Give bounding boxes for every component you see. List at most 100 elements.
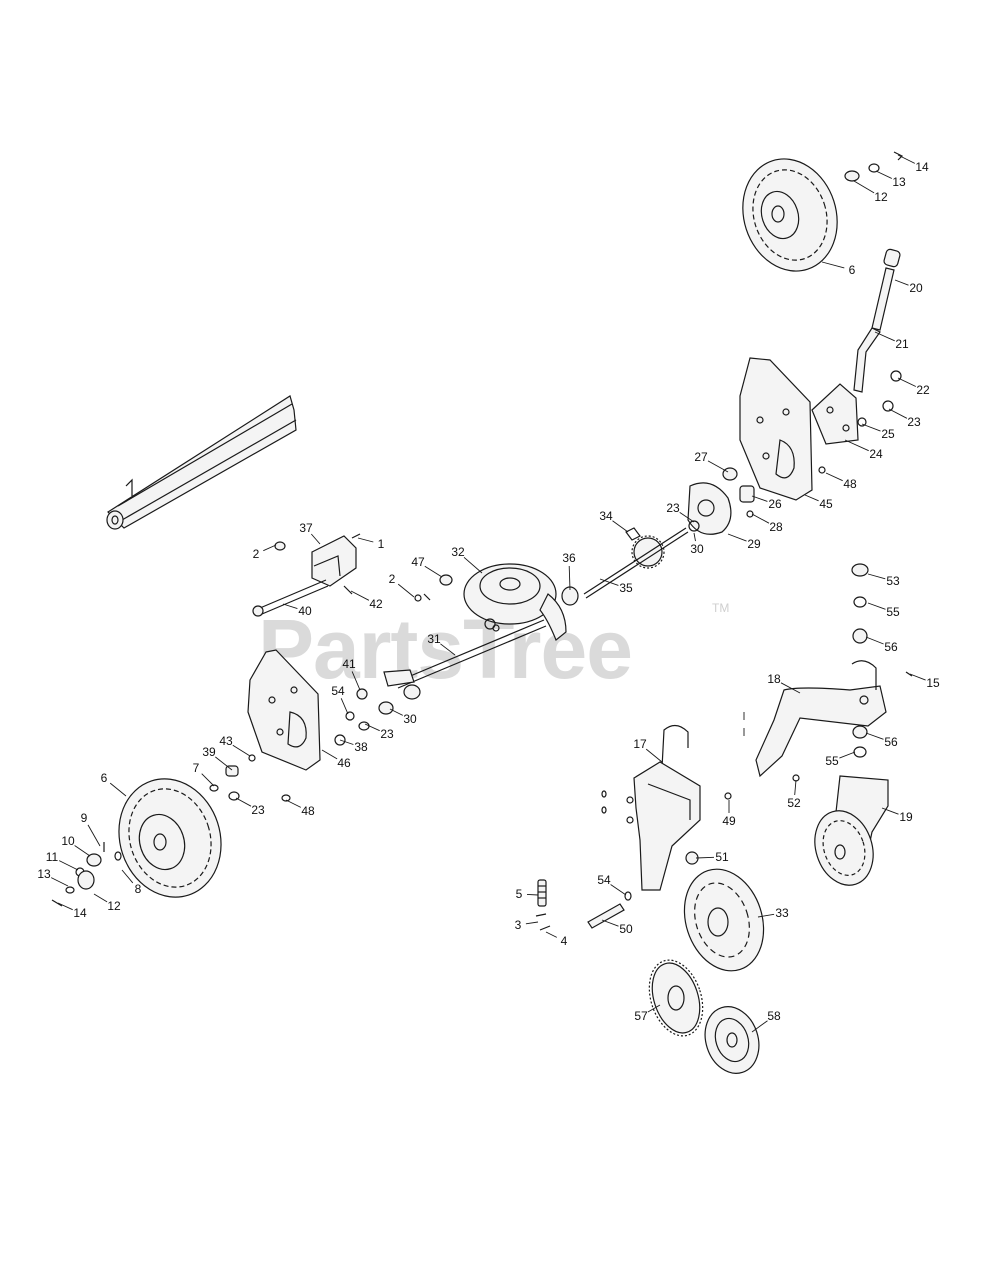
callout-leader: [695, 856, 715, 859]
callout-leader: [751, 495, 768, 502]
callout-number: 17: [633, 737, 647, 751]
callout-number: 55: [825, 754, 839, 768]
callout-number: 2: [389, 572, 396, 586]
part-hardware-left: [209, 754, 291, 802]
callout-leader: [232, 744, 251, 757]
callout-leader: [861, 423, 881, 432]
callout-leader: [57, 902, 73, 911]
callout-number: 49: [722, 814, 736, 828]
callout-leader: [58, 860, 79, 871]
callout-leader: [121, 869, 134, 884]
callout-leader: [525, 921, 539, 925]
callout-number: 30: [403, 712, 417, 726]
callout-leader: [568, 565, 571, 591]
callout-number: 25: [881, 427, 895, 441]
callout-leader: [875, 170, 892, 179]
callout-leader: [397, 583, 415, 598]
callout-number: 39: [202, 745, 216, 759]
callout-leader: [844, 439, 869, 452]
callout-leader: [881, 807, 899, 815]
part-transmission: [463, 563, 567, 641]
callout-number: 32: [451, 545, 465, 559]
callout-number: 20: [909, 281, 923, 295]
callout-number: 52: [787, 796, 801, 810]
callout-leader: [751, 1020, 768, 1033]
callout-leader: [389, 708, 404, 716]
part-height-adjust-lever: [853, 248, 902, 412]
callout-leader: [751, 513, 770, 524]
callout-leader: [897, 377, 916, 387]
callout-number: 31: [427, 632, 441, 646]
callout-number: 3: [515, 918, 522, 932]
callout-leader: [357, 537, 374, 543]
callout-leader: [282, 603, 298, 610]
callout-leader: [87, 824, 101, 847]
callout-number: 54: [331, 684, 345, 698]
callout-labels: 1413126202122232524484527262829302334353…: [37, 154, 940, 1033]
callout-leader: [339, 739, 354, 745]
callout-number: 30: [690, 542, 704, 556]
callout-number: 15: [926, 676, 940, 690]
callout-number: 6: [101, 771, 108, 785]
part-rear-wheel-right: [742, 158, 838, 272]
callout-number: 14: [915, 160, 929, 174]
callout-number: 23: [666, 501, 680, 515]
callout-number: 2: [253, 547, 260, 561]
callout-number: 41: [342, 657, 356, 671]
callout-leader: [545, 931, 558, 938]
callout-number: 11: [46, 850, 59, 864]
part-front-caster-wheel: [814, 775, 889, 886]
callout-number: 24: [869, 447, 883, 461]
callout-leader: [727, 533, 747, 542]
callout-leader: [350, 590, 370, 601]
callout-leader: [867, 602, 886, 610]
callout-leader: [865, 732, 884, 740]
callout-leader: [821, 261, 845, 269]
callout-number: 53: [886, 574, 900, 588]
callout-number: 36: [562, 551, 576, 565]
part-hardware-left-wheel: [51, 842, 122, 907]
callout-leader: [201, 773, 215, 787]
callout-number: 42: [369, 597, 383, 611]
callout-leader: [679, 512, 695, 523]
callout-number: 58: [767, 1009, 781, 1023]
callout-leader: [610, 884, 627, 896]
callout-number: 23: [907, 415, 921, 429]
callout-number: 13: [37, 867, 51, 881]
callout-number: 13: [892, 175, 906, 189]
callout-number: 33: [775, 906, 789, 920]
callout-leader: [867, 573, 886, 580]
callout-number: 19: [899, 810, 913, 824]
callout-leader: [645, 748, 663, 763]
part-side-plate-right: [739, 357, 826, 501]
callout-number: 9: [81, 811, 88, 825]
part-rear-wheel-left: [118, 778, 222, 898]
callout-number: 12: [874, 190, 888, 204]
callout-number: 37: [299, 521, 313, 535]
part-gear-housing: [687, 467, 755, 535]
watermark-trademark: TM: [712, 601, 729, 615]
callout-number: 5: [516, 887, 523, 901]
watermark-brand: PartsTree: [258, 602, 632, 696]
callout-number: 35: [619, 581, 633, 595]
callout-number: 7: [193, 761, 200, 775]
callout-leader: [285, 799, 302, 808]
part-deck-rod: [106, 395, 297, 530]
callout-leader: [757, 913, 775, 918]
callout-number: 14: [73, 906, 87, 920]
callout-number: 43: [219, 734, 233, 748]
callout-number: 48: [301, 804, 315, 818]
part-spring-and-pin: [535, 879, 632, 931]
callout-number: 56: [884, 735, 898, 749]
callout-leader: [780, 682, 801, 694]
callout-leader: [897, 154, 916, 164]
callout-leader: [263, 544, 277, 552]
callout-leader: [693, 532, 696, 542]
callout-number: 38: [354, 740, 368, 754]
callout-leader: [888, 408, 908, 419]
callout-leader: [215, 756, 233, 771]
callout-number: 40: [298, 604, 312, 618]
callout-number: 23: [251, 803, 265, 817]
callout-leader: [526, 893, 539, 896]
part-caster-hardware: [851, 563, 913, 758]
